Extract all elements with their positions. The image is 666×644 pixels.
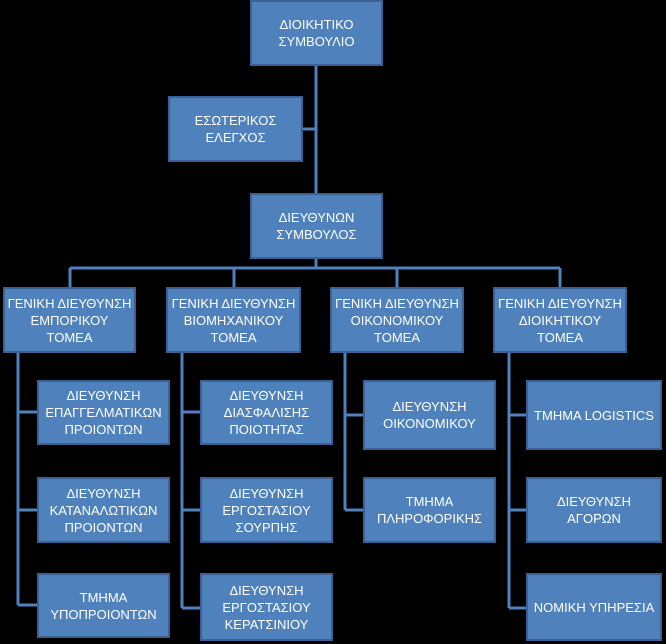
ceo-box: ΔΙΕΥΘΥΝΩΝ ΣΥΜΒΟΥΛΟΣ xyxy=(250,193,383,259)
division-commercial-box: ΓΕΝΙΚΗ ΔΙΕΥΘΥΝΣΗ ΕΜΠΟΡΙΚΟΥ ΤΟΜΕΑ xyxy=(3,287,136,353)
unit-procurement-box: ΔΙΕΥΘΥΝΣΗ ΑΓΟΡΩΝ xyxy=(526,477,662,543)
unit-legal-box: ΝΟΜΙΚΗ ΥΠΗΡΕΣΙΑ xyxy=(526,573,662,641)
unit-quality-assurance-box: ΔΙΕΥΘΥΝΣΗ ΔΙΑΣΦΑΛΙΣΗΣ ΠΟΙΟΤΗΤΑΣ xyxy=(200,380,333,445)
internal-audit-box: ΕΣΩΤΕΡΙΚΟΣ ΕΛΕΓΧΟΣ xyxy=(168,96,303,162)
unit-keratsini-factory-box: ΔΙΕΥΘΥΝΣΗ ΕΡΓΟΣΤΑΣΙΟΥ ΚΕΡΑΤΣΙΝΙΟΥ xyxy=(200,573,333,641)
unit-it-box: ΤΜΗΜΑ ΠΛΗΡΟΦΟΡΙΚΗΣ xyxy=(363,477,496,543)
board-of-directors-box: ΔΙΟΙΚΗΤΙΚΟ ΣΥΜΒΟΥΛΙΟ xyxy=(250,0,383,66)
division-industrial-box: ΓΕΝΙΚΗ ΔΙΕΥΘΥΝΣΗ ΒΙΟΜΗΧΑΝΙΚΟΥ ΤΟΜΕΑ xyxy=(166,287,301,353)
unit-logistics-box: ΤΜΗΜΑ LOGISTICS xyxy=(526,380,662,450)
unit-finance-box: ΔΙΕΥΘΥΝΣΗ ΟΙΚΟΝΟΜΙΚΟΥ xyxy=(363,380,496,450)
unit-sourpi-factory-box: ΔΙΕΥΘΥΝΣΗ ΕΡΓΟΣΤΑΣΙΟΥ ΣΟΥΡΠΗΣ xyxy=(200,477,333,543)
unit-professional-products-box: ΔΙΕΥΘΥΝΣΗ ΕΠΑΓΓΕΛΜΑΤΙΚΩΝ ΠΡΟΙΟΝΤΩΝ xyxy=(37,380,170,445)
division-administrative-box: ΓΕΝΙΚΗ ΔΙΕΥΘΥΝΣΗ ΔΙΟΙΚΗΤΙΚΟΥ ΤΟΜΕΑ xyxy=(493,287,627,353)
unit-byproducts-box: ΤΜΗΜΑ ΥΠΟΠΡΟΙΟΝΤΩΝ xyxy=(37,573,170,638)
unit-consumer-products-box: ΔΙΕΥΘΥΝΣΗ ΚΑΤΑΝΑΛΩΤΙΚΩΝ ΠΡΟΙΟΝΤΩΝ xyxy=(37,477,170,543)
division-financial-box: ΓΕΝΙΚΗ ΔΙΕΥΘΥΝΣΗ ΟΙΚΟΝΟΜΙΚΟΥ ΤΟΜΕΑ xyxy=(330,287,464,353)
